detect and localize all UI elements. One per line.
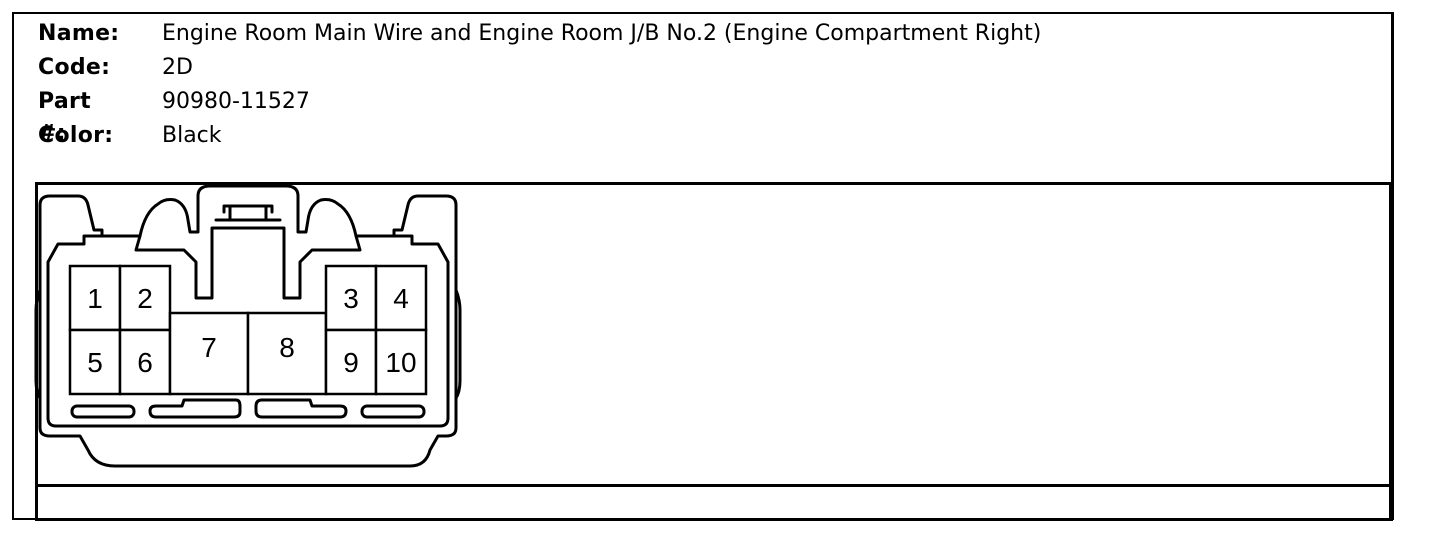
pin-cell-5: [68, 328, 122, 396]
part-number-value: 90980-11527: [162, 89, 310, 114]
part-number-label: Part #:: [38, 89, 91, 146]
left-flange: [34, 288, 42, 400]
code-label: Code:: [38, 55, 111, 80]
name-label: Name:: [38, 21, 120, 46]
pin-cell-10: [374, 328, 428, 396]
pin-cell-4: [374, 264, 428, 332]
pin-label-10: 10: [385, 347, 416, 378]
bottom-slot-2: [148, 398, 242, 419]
pin-cell-2: [118, 264, 172, 332]
pin-label-5: 5: [87, 347, 103, 378]
code-value: 2D: [162, 55, 193, 80]
pin-label-7: 7: [201, 332, 217, 363]
pin-cell-6: [118, 328, 172, 396]
pin-label-9: 9: [343, 347, 359, 378]
color-label: Color:: [38, 123, 114, 148]
footer-band: [35, 484, 1393, 521]
pin-cell-7: [168, 311, 250, 396]
pin-label-8: 8: [279, 332, 295, 363]
bottom-slot-1: [70, 404, 136, 419]
connector-inner-outline: [46, 226, 450, 428]
connector-housing-outline: [38, 184, 458, 468]
name-value: Engine Room Main Wire and Engine Room J/…: [162, 21, 1042, 46]
pin-cell-3: [324, 264, 378, 332]
pin-label-2: 2: [137, 283, 153, 314]
bottom-slot-4: [360, 404, 426, 419]
bottom-slot-3: [254, 398, 348, 419]
pin-cell-1: [68, 264, 122, 332]
pin-label-4: 4: [393, 283, 409, 314]
pin-label-6: 6: [137, 347, 153, 378]
color-value: Black: [162, 123, 222, 148]
pin-label-3: 3: [343, 283, 359, 314]
pin-label-1: 1: [87, 283, 103, 314]
latch-tab: [214, 204, 282, 222]
right-flange: [454, 288, 462, 400]
